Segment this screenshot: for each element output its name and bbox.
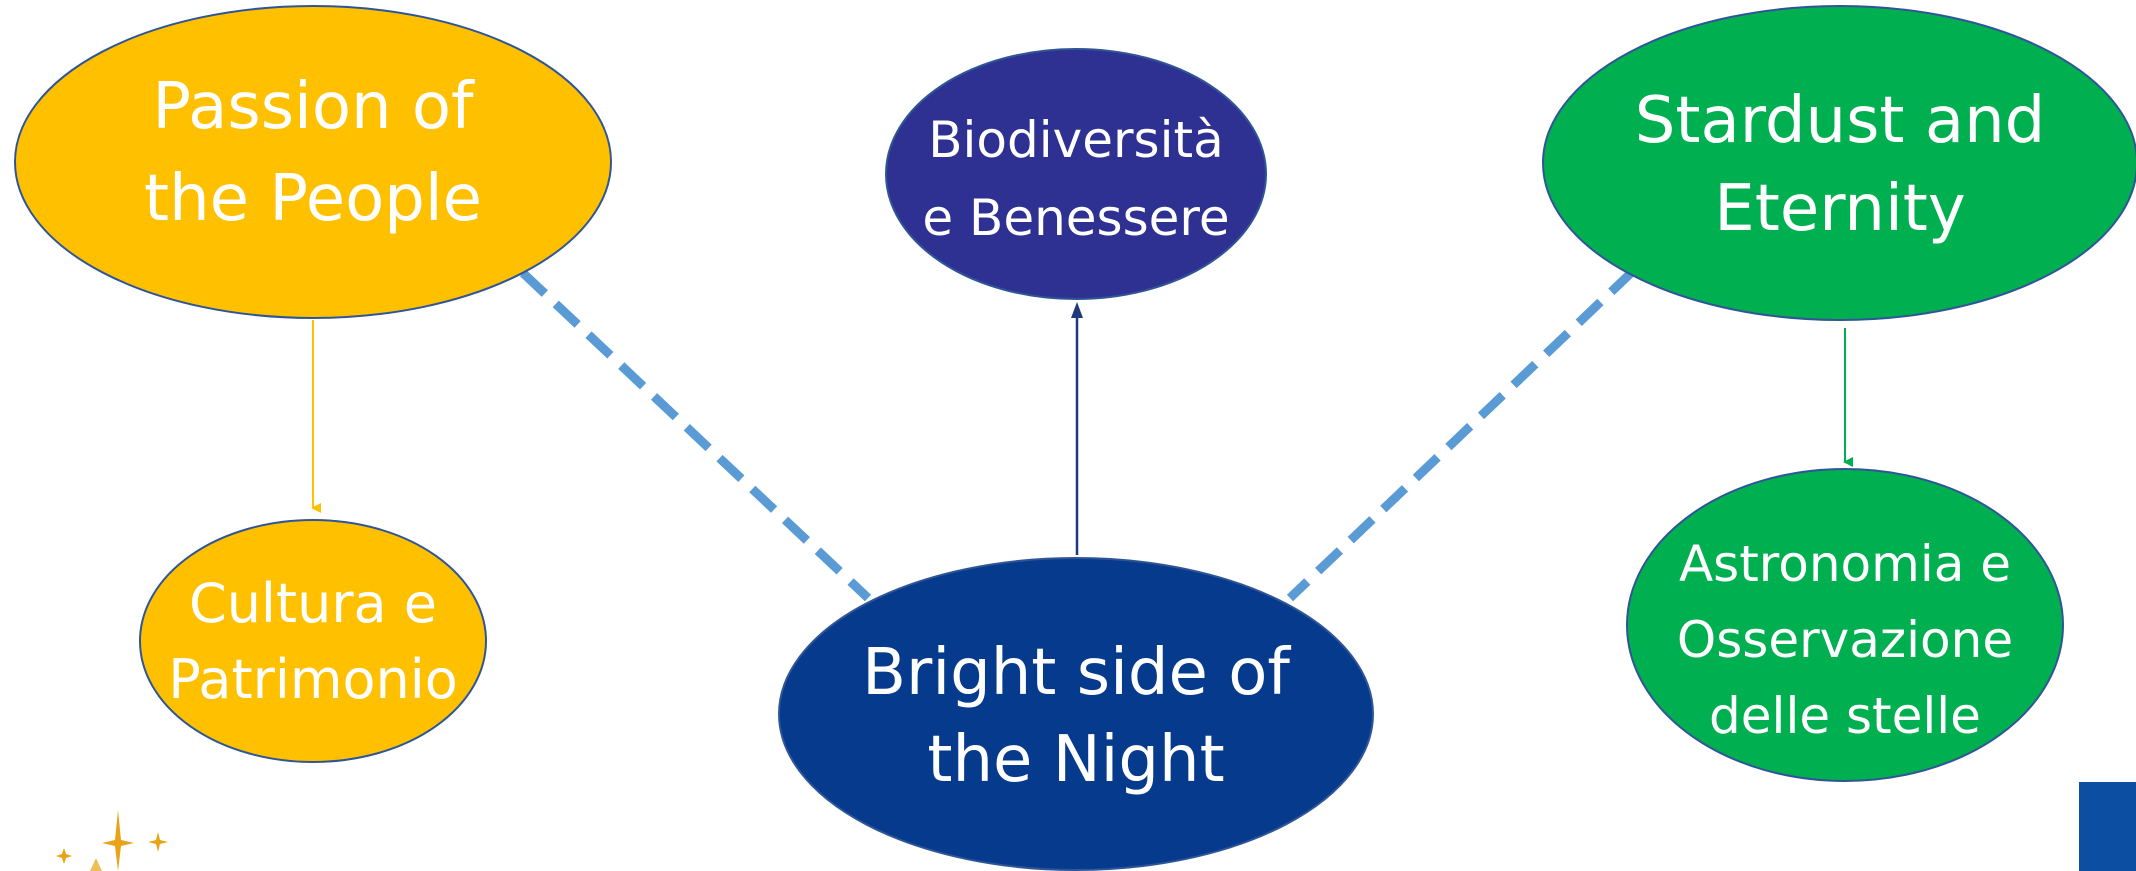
node-astronomia-shape: [1626, 468, 2064, 782]
node-astronomia-line2: Osservazione: [1677, 611, 2013, 669]
node-passion-line1: Passion of: [152, 70, 475, 144]
node-biodiversita-line1: Biodiversità: [928, 111, 1224, 169]
node-stardust-line1: Stardust and: [1635, 84, 2046, 158]
dashed-link-passion-bright: [519, 269, 872, 602]
node-biodiversita-shape: [885, 48, 1267, 300]
node-stardust-and-eternity: Stardust and Eternity: [1542, 5, 2136, 321]
dashed-link-stardust-bright: [1286, 267, 1637, 602]
node-astronomia-line1: Astronomia e: [1679, 535, 2011, 593]
node-cultura-line1: Cultura e: [189, 572, 437, 635]
node-stardust-shape: [1542, 5, 2136, 321]
node-cultura-e-patrimonio: Cultura e Patrimonio: [139, 519, 487, 763]
node-passion-shape: [14, 5, 612, 319]
node-astronomia-e-osservazione: Astronomia e Osservazione delle stelle: [1626, 468, 2064, 782]
node-biodiversita-e-benessere: Biodiversità e Benessere: [885, 48, 1267, 300]
node-passion-of-the-people: Passion of the People: [14, 5, 612, 319]
node-bright-line1: Bright side of: [862, 636, 1291, 710]
node-bright-line2: the Night: [927, 723, 1224, 797]
sparkle-stars-icon: [56, 810, 168, 871]
node-bright-shape: [778, 557, 1374, 871]
arrowhead-biodiversita: [1071, 302, 1083, 318]
node-cultura-shape: [139, 519, 487, 763]
node-astronomia-line3: delle stelle: [1709, 687, 1981, 745]
blue-square-icon: [2079, 782, 2136, 871]
node-cultura-line2: Patrimonio: [168, 648, 458, 711]
node-passion-line2: the People: [144, 162, 482, 236]
node-bright-side-of-the-night: Bright side of the Night: [778, 557, 1374, 871]
node-biodiversita-line2: e Benessere: [922, 189, 1229, 247]
node-stardust-line2: Eternity: [1714, 172, 1965, 246]
